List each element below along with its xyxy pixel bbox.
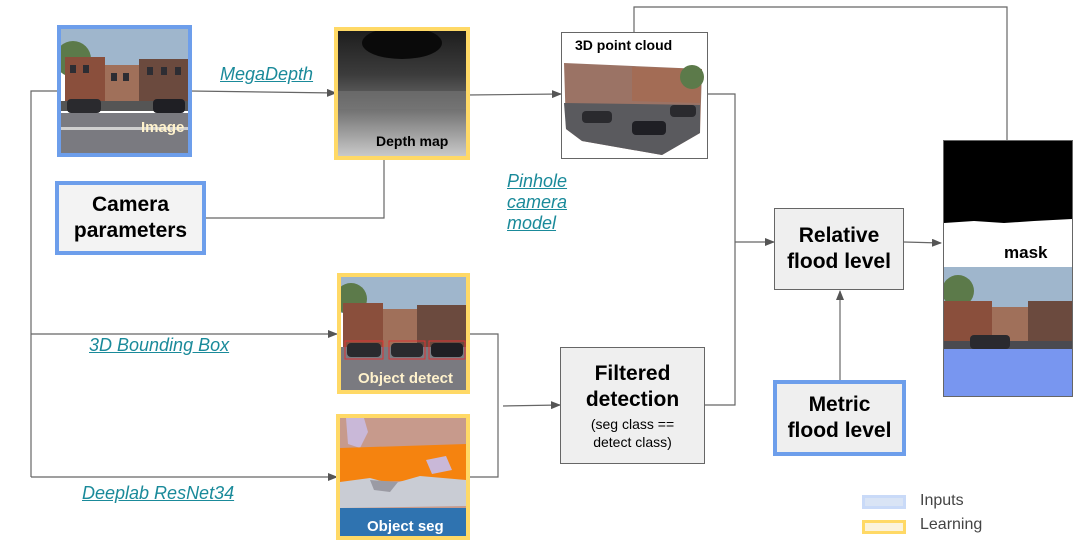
- edge-trunk-left: [30, 90, 58, 477]
- image-node: Image: [57, 25, 192, 157]
- object-detect-image: [341, 277, 466, 390]
- relative-flood-level-node: Relative flood level: [774, 208, 904, 290]
- edge-mask-feedback: [633, 6, 1008, 141]
- pinhole-line2: camera: [507, 192, 568, 212]
- mask-caption: mask: [1004, 243, 1048, 262]
- camera-parameters-node: Camera parameters: [55, 181, 206, 255]
- metric-flood-level-line1: Metric: [808, 393, 871, 416]
- object-detect-node: Object detect: [337, 273, 470, 394]
- object-detect-caption: Object detect: [358, 370, 454, 387]
- legend-inputs-swatch: [862, 495, 906, 509]
- object-seg-caption: Object seg: [367, 518, 444, 535]
- filtered-detection-node: Filtered detection (seg class == detect …: [560, 347, 705, 464]
- legend-inputs-label: Inputs: [920, 492, 964, 509]
- camera-parameters-line2: parameters: [73, 219, 188, 242]
- deeplab-label[interactable]: Deeplab ResNet34: [82, 483, 235, 503]
- edge-relative-to-mask: [903, 238, 942, 247]
- mask-node: mask: [943, 140, 1073, 397]
- bounding-box-label[interactable]: 3D Bounding Box: [89, 335, 230, 355]
- depth-map-image: [338, 31, 466, 156]
- edge-merge-to-filtered: [502, 401, 561, 410]
- filtered-detection-line1: Filtered: [594, 361, 671, 385]
- relative-flood-level-line2: flood level: [787, 250, 891, 273]
- street-photo-image: [61, 29, 188, 153]
- legend-learning-label: Learning: [920, 516, 983, 533]
- filtered-detection-note-line1: (seg class ==: [590, 415, 675, 432]
- edge-depth-to-pointcloud: [466, 90, 562, 99]
- megadepth-label[interactable]: MegaDepth: [220, 64, 314, 84]
- point-cloud-caption: 3D point cloud: [575, 37, 673, 53]
- pinhole-line1: Pinhole: [507, 171, 568, 191]
- filtered-detection-note-line2: detect class): [593, 433, 672, 450]
- object-seg-node: Object seg: [336, 414, 470, 540]
- image-caption: Image: [141, 119, 185, 136]
- depth-map-caption: Depth map: [376, 133, 449, 149]
- edge-detect-seg-merge: [470, 333, 499, 478]
- metric-flood-level-node: Metric flood level: [773, 380, 906, 456]
- point-cloud-node: 3D point cloud: [561, 32, 708, 159]
- point-cloud-image: [564, 63, 704, 155]
- mask-image: [944, 141, 1072, 396]
- camera-parameters-line1: Camera: [91, 193, 170, 216]
- legend-learning-swatch: [862, 520, 906, 534]
- pinhole-line3: model: [507, 213, 557, 233]
- edge-filtered-to-relative: [705, 93, 736, 406]
- edge-camera-to-depth: [206, 160, 385, 219]
- legend: Inputs Learning: [862, 490, 1082, 540]
- edge-image-to-depth: [189, 88, 337, 97]
- metric-flood-level-line2: flood level: [787, 419, 892, 442]
- depth-map-node: Depth map: [334, 27, 470, 160]
- relative-flood-level-line1: Relative: [798, 224, 880, 247]
- filtered-detection-line2: detection: [585, 387, 680, 411]
- object-seg-image: [340, 418, 466, 536]
